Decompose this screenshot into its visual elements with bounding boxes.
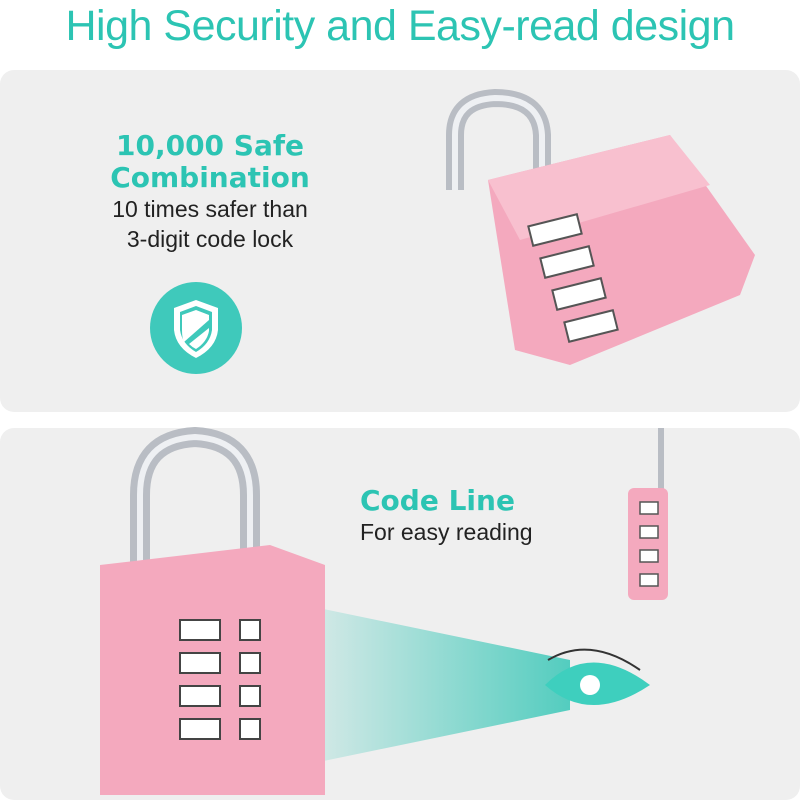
code-line-text: Code Line For easy reading [360, 485, 533, 547]
padlock-side-view [628, 428, 668, 600]
security-text: 10,000 Safe Combination 10 times safer t… [80, 130, 340, 254]
security-desc-line1: 10 times safer than [112, 196, 308, 222]
page-title: High Security and Easy-read design [65, 2, 735, 50]
padlock-image-bottom [100, 426, 325, 795]
eye-icon [280, 600, 650, 770]
shield-icon [150, 282, 242, 374]
padlock-image-top [446, 88, 755, 365]
security-desc-line2: 3-digit code lock [126, 226, 294, 252]
code-line-heading: Code Line [360, 484, 515, 517]
security-heading-line2: Combination [110, 161, 310, 194]
security-heading-line1: 10,000 Safe [115, 129, 305, 162]
code-line-desc: For easy reading [360, 519, 533, 545]
